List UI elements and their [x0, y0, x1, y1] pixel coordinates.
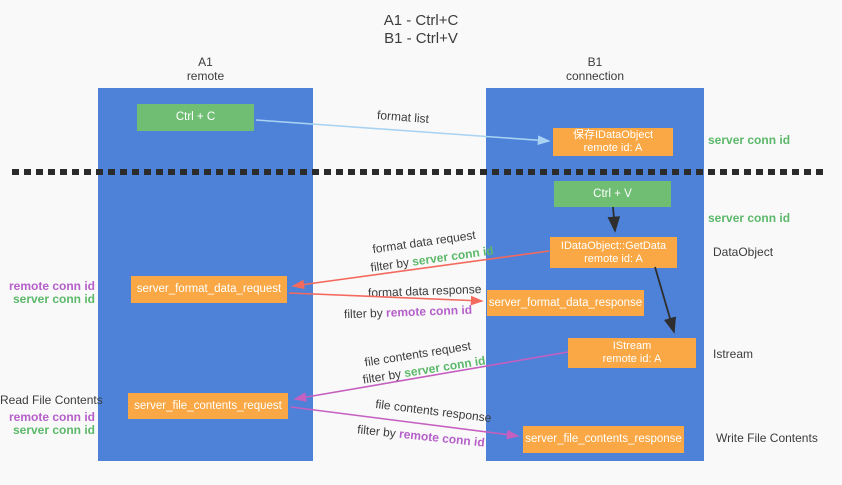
- node-format-request-label: server_format_data_request: [136, 283, 282, 295]
- node-save-idataobject: 保存IDataObject remote id: A: [553, 128, 673, 156]
- annotation-write-file-contents: Write File Contents: [716, 431, 818, 445]
- node-format-response-label: server_format_data_response: [488, 296, 643, 309]
- annotation-server-conn-id-top: server conn id: [708, 133, 791, 147]
- node-file-request-label: server_file_contents_request: [134, 399, 282, 412]
- node-save-idataobject-line2: remote id: A: [583, 142, 643, 154]
- node-getdata-line1: IDataObject::GetData: [560, 239, 667, 252]
- filter-by-text: filter by: [356, 422, 397, 441]
- column-a-subtitle: remote: [186, 69, 225, 83]
- node-ctrl-v-label: Ctrl + V: [593, 187, 632, 200]
- edge-label-format-data-response: format data response: [367, 282, 482, 300]
- filter-by-text: filter by: [369, 255, 410, 275]
- node-istream-line2: remote id: A: [602, 353, 662, 365]
- column-b-id: B1: [587, 55, 603, 69]
- node-istream: IStream remote id: A: [568, 338, 696, 368]
- node-server-file-contents-request: server_file_contents_request: [128, 393, 288, 419]
- diagram-title: A1 - Ctrl+C B1 - Ctrl+V: [0, 12, 842, 48]
- title-line-1: A1 - Ctrl+C: [383, 12, 459, 29]
- column-a-id: A1: [198, 55, 213, 69]
- annotation-dataobject: DataObject: [713, 245, 774, 259]
- annotation-remote-conn-id-format: remote conn id: [8, 279, 95, 293]
- node-file-response-label: server_file_contents_response: [525, 433, 682, 445]
- node-server-format-data-request: server_format_data_request: [131, 276, 287, 303]
- annotation-remote-conn-id-file: remote conn id: [8, 410, 95, 424]
- dotted-divider-line: [12, 169, 826, 175]
- node-save-idataobject-line1: 保存IDataObject: [572, 129, 654, 141]
- node-ctrl-v: Ctrl + V: [554, 181, 671, 207]
- node-getdata-line2: remote id: A: [584, 252, 643, 265]
- filter-by-text: filter by: [343, 305, 383, 322]
- filter-remote-conn-id-text: remote conn id: [398, 426, 486, 450]
- annotation-server-conn-id-mid: server conn id: [708, 211, 791, 225]
- column-b-header: B1 connection: [486, 55, 704, 83]
- node-server-format-data-response: server_format_data_response: [487, 290, 644, 316]
- edge-label-format-list: format list: [376, 107, 430, 127]
- filter-remote-conn-id-text: remote conn id: [385, 302, 473, 320]
- annotation-server-conn-id-format: server conn id: [12, 292, 95, 306]
- annotation-read-file-contents: Read File Contents: [0, 393, 103, 407]
- node-istream-line1: IStream: [612, 340, 652, 352]
- annotation-istream: Istream: [713, 347, 754, 361]
- column-b-subtitle: connection: [565, 69, 625, 83]
- annotation-server-conn-id-file: server conn id: [12, 423, 95, 437]
- node-ctrl-c-label: Ctrl + C: [175, 111, 216, 123]
- edge-label-filter-file-response: filter by remote conn id: [357, 422, 486, 449]
- column-a-header: A1 remote: [98, 55, 313, 83]
- node-ctrl-c: Ctrl + C: [137, 104, 254, 131]
- edge-label-filter-format-response: filter by remote conn id: [344, 303, 472, 321]
- edge-label-file-contents-response: file contents response: [374, 396, 493, 426]
- filter-by-text: filter by: [361, 366, 403, 387]
- node-idataobject-getdata: IDataObject::GetData remote id: A: [550, 237, 677, 268]
- node-server-file-contents-response: server_file_contents_response: [523, 426, 684, 453]
- title-line-2: B1 - Ctrl+V: [384, 30, 458, 47]
